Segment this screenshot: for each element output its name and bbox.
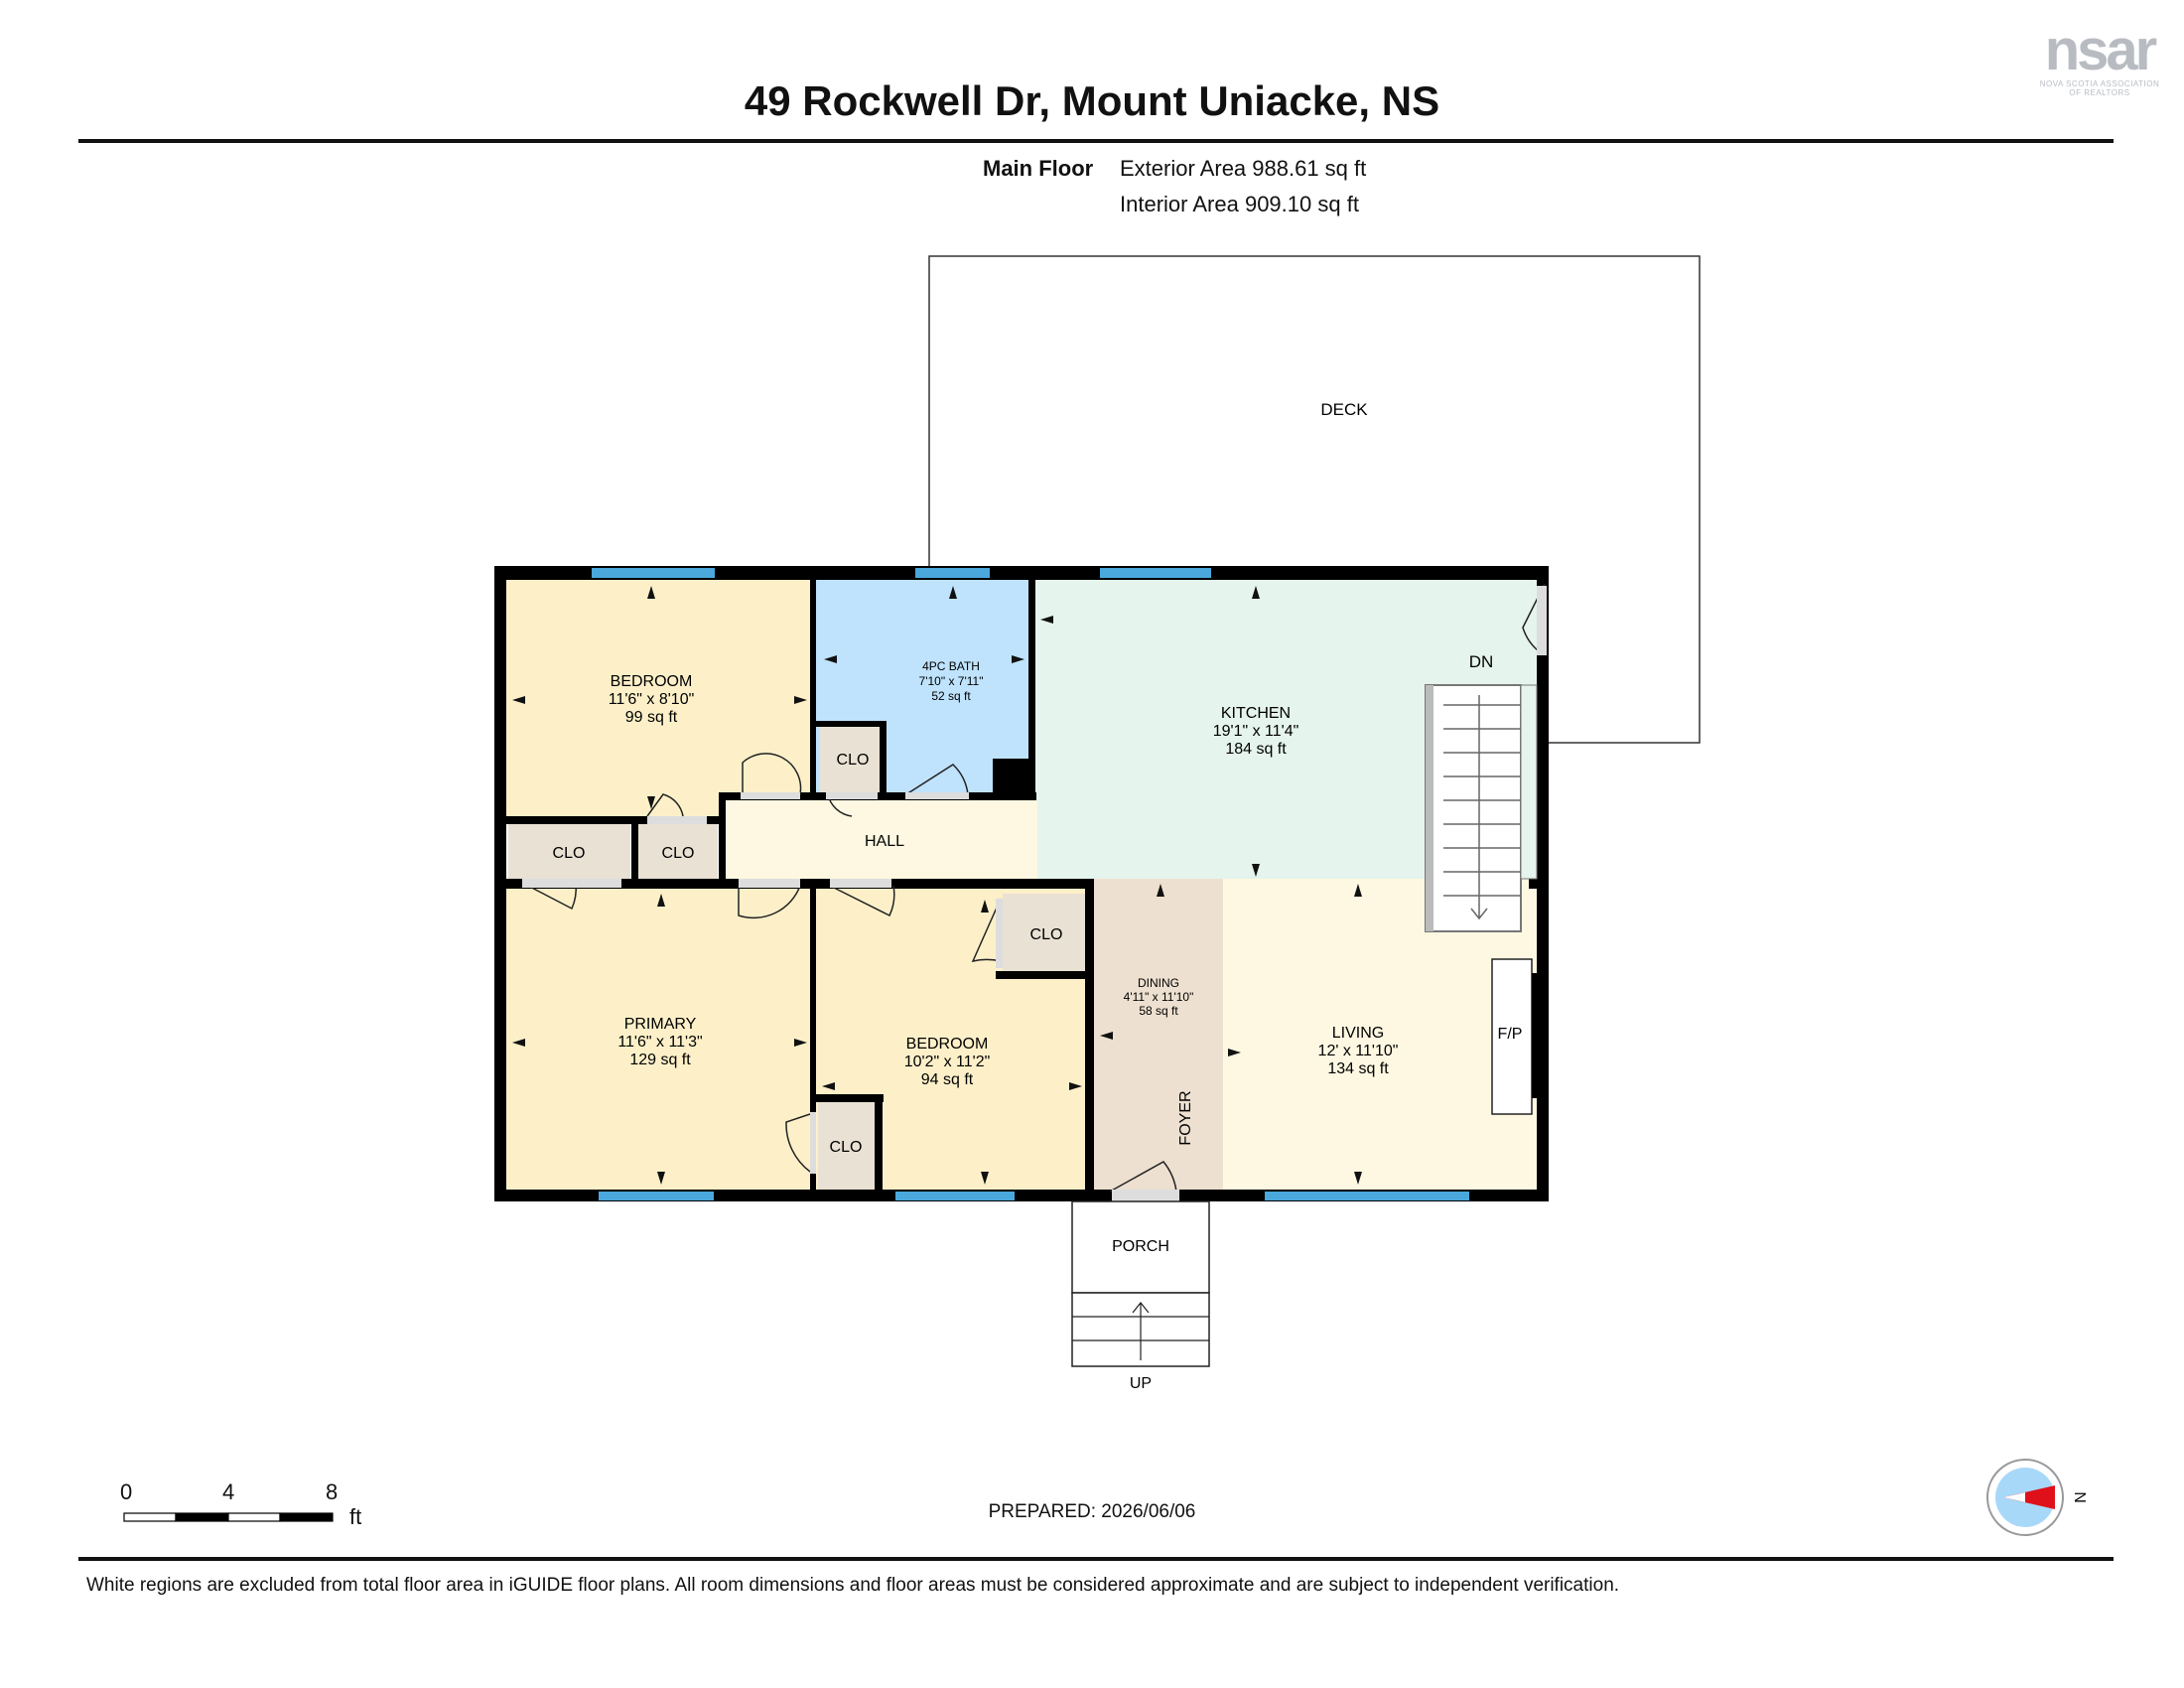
deck: DECK [928,255,1701,744]
bath-name: 4PC BATH [922,659,980,673]
room-dining-foyer [1094,879,1223,1190]
porch-label: PORCH [1112,1238,1169,1255]
room-hall [725,800,1037,880]
page-title: 49 Rockwell Dr, Mount Uniacke, NS [744,77,1440,124]
footer-divider [78,1557,2114,1561]
logo-subtitle-1: NOVA SCOTIA ASSOCIATION [2039,79,2160,88]
bedroom-top-area: 99 sq ft [625,709,678,726]
windows [592,568,1469,1200]
label-bedroom-bottom: BEDROOM 10'2" x 11'2" 94 sq ft [904,1036,991,1088]
closet-primary [818,1102,875,1190]
primary-dims: 11'6" x 11'3" [617,1034,702,1051]
room-bedroom-top [504,578,812,816]
scale-tick-0: 0 [120,1479,133,1504]
closet-label-primary: CLO [830,1139,863,1156]
closet-label-bedroom: CLO [1030,926,1063,943]
bath-area: 52 sq ft [931,689,971,703]
stairs-down: DN [1425,652,1538,932]
closet-label-1: CLO [553,845,586,862]
closet-label-2: CLO [662,845,695,862]
stairs-up-label: UP [1130,1375,1152,1392]
scale-tick-8: 8 [326,1479,339,1504]
door-sills [522,586,1547,1201]
foyer-label: FOYER [1177,1090,1194,1145]
label-primary: PRIMARY 11'6" x 11'3" 129 sq ft [617,1016,702,1068]
header-divider [78,139,2114,143]
closet-1 [508,824,630,879]
room-primary [504,882,812,1190]
interior-area: Interior Area 909.10 sq ft [1120,192,1359,216]
living-dims: 12' x 11'10" [1318,1043,1399,1059]
deck-label: DECK [1320,400,1368,419]
kitchen-area: 184 sq ft [1225,741,1287,758]
closet-label-bath: CLO [837,752,870,769]
floor-label: Main Floor [983,156,1094,181]
bedroom-bottom-name: BEDROOM [906,1036,989,1053]
porch: PORCH UP [1071,1200,1210,1392]
logo-mark: nsar [2044,18,2158,82]
primary-area: 129 sq ft [629,1052,691,1068]
label-bedroom-top: BEDROOM 11'6" x 8'10" 99 sq ft [609,673,695,726]
compass-label: N [2071,1491,2088,1503]
label-dining: DINING 4'11" x 11'10" 58 sq ft [1124,976,1194,1018]
dimension-arrows [512,586,1362,1185]
closet-2 [638,824,718,879]
fireplace-label: F/P [1498,1026,1523,1043]
dining-dims: 4'11" x 11'10" [1124,990,1194,1004]
prepared-date: PREPARED: 2026/06/06 [988,1501,1196,1522]
compass-icon: N [1986,1459,2088,1536]
stairs-down-label: DN [1469,652,1494,671]
bedroom-top-dims: 11'6" x 8'10" [609,691,695,708]
scale-unit: ft [349,1504,362,1529]
disclaimer: White regions are excluded from total fl… [86,1575,1620,1596]
kitchen-dims: 19'1" x 11'4" [1213,723,1299,740]
closet-bedroom [1003,894,1085,971]
bedroom-top-name: BEDROOM [611,673,693,690]
bedroom-bottom-area: 94 sq ft [921,1071,974,1088]
bath-dims: 7'10" x 7'11" [919,674,984,688]
living-name: LIVING [1332,1025,1384,1042]
closet-bath [820,725,885,792]
living-area: 134 sq ft [1327,1060,1389,1077]
dining-area: 58 sq ft [1139,1004,1178,1018]
kitchen-name: KITCHEN [1221,705,1291,722]
label-bath: 4PC BATH 7'10" x 7'11" 52 sq ft [919,659,984,703]
primary-name: PRIMARY [624,1016,697,1033]
exterior-area: Exterior Area 988.61 sq ft [1120,156,1367,181]
fireplace: F/P [1491,958,1540,1115]
nsar-logo: nsar NOVA SCOTIA ASSOCIATION OF REALTORS [2020,18,2179,98]
scale-bar [123,1512,334,1522]
hall-label: HALL [865,833,904,850]
label-kitchen: KITCHEN 19'1" x 11'4" 184 sq ft [1213,705,1299,758]
dining-name: DINING [1138,976,1179,990]
closet-labels: CLO CLO CLO CLO CLO [553,752,1063,1156]
label-living: LIVING 12' x 11'10" 134 sq ft [1318,1025,1399,1077]
scale-tick-4: 4 [222,1479,235,1504]
bedroom-bottom-dims: 10'2" x 11'2" [904,1054,991,1070]
logo-subtitle-2: OF REALTORS [2069,88,2130,97]
